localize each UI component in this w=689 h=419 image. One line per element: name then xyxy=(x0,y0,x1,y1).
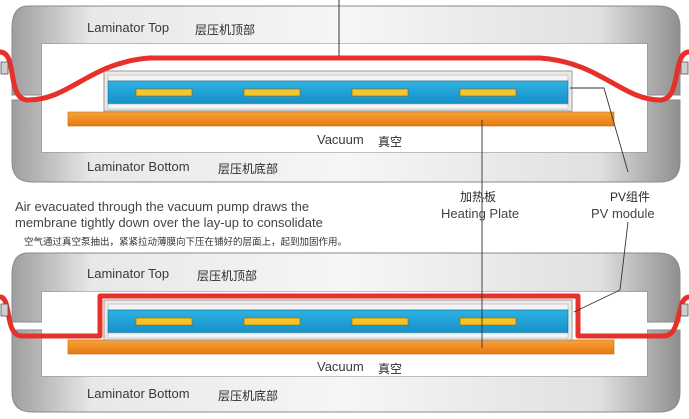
pv-module-leader-bottom xyxy=(573,221,629,313)
top-membrane xyxy=(0,49,689,103)
bottom-cell-4 xyxy=(459,317,517,326)
bottom-laminator-top-label-cn: 层压机顶部 xyxy=(197,269,258,283)
top-cell-3 xyxy=(351,88,409,97)
top-laminator-bottom-shell xyxy=(11,99,681,183)
bottom-cell-3 xyxy=(351,317,409,326)
leader-lines xyxy=(481,87,629,348)
top-laminator-top-label: Laminator Top xyxy=(87,20,170,35)
top-left-bolt xyxy=(0,61,9,75)
top-cell-1 xyxy=(135,88,193,97)
bottom-cell-1 xyxy=(135,317,193,326)
pv-module-label: PV module xyxy=(591,206,655,221)
top-cell-2 xyxy=(243,88,301,97)
caption-line-1: Air evacuated through the vacuum pump dr… xyxy=(15,199,310,214)
top-laminator xyxy=(0,0,689,183)
top-laminator-bottom-label: Laminator Bottom xyxy=(87,159,190,174)
top-heating-plate xyxy=(67,111,615,127)
top-laminator-top-label-cn: 层压机顶部 xyxy=(195,23,256,37)
bottom-pv-module xyxy=(103,299,573,341)
pv-module-label-cn: PV组件 xyxy=(610,190,651,204)
top-laminator-bottom-label-cn: 层压机底部 xyxy=(218,162,279,176)
bottom-laminator-bottom-label: Laminator Bottom xyxy=(87,386,190,401)
heating-plate-label-cn: 加热板 xyxy=(460,190,497,204)
heating-plate-label: Heating Plate xyxy=(441,206,520,221)
bottom-laminator xyxy=(0,252,689,413)
bottom-vacuum-label: Vacuum xyxy=(317,359,364,374)
top-vacuum-label: Vacuum xyxy=(317,132,364,147)
top-cell-4 xyxy=(459,88,517,97)
top-right-bolt xyxy=(680,61,689,75)
bottom-laminator-bottom-shell xyxy=(11,329,681,413)
bottom-laminator-bottom-label-cn: 层压机底部 xyxy=(218,389,279,403)
bottom-right-bolt xyxy=(680,303,689,317)
top-vacuum-label-cn: 真空 xyxy=(378,135,403,149)
bottom-vacuum-label-cn: 真空 xyxy=(378,362,403,376)
caption-line-2: membrane tightly down over the lay-up to… xyxy=(15,215,323,230)
bottom-heating-plate xyxy=(67,339,615,355)
caption-cn: 空气通过真空泵抽出，紧紧拉动薄膜向下压在铺好的层面上，起到加固作用。 xyxy=(24,237,348,248)
bottom-left-bolt xyxy=(0,303,9,317)
bottom-cell-2 xyxy=(243,317,301,326)
pv-module-leader-top xyxy=(570,87,629,173)
bottom-laminator-top-label: Laminator Top xyxy=(87,266,170,281)
top-pv-module xyxy=(103,70,573,112)
